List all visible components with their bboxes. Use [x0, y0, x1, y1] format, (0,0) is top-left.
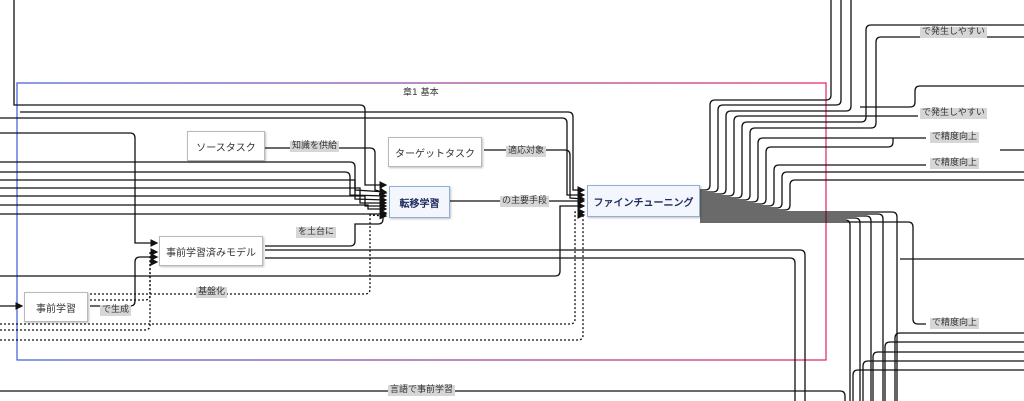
edge-label-prone-2: で発生しやすい [920, 108, 987, 119]
edge-label-accuracy-3: で精度向上 [930, 318, 980, 329]
edge-label-provides-knowledge: 知識を供給 [290, 141, 340, 152]
source-task-node[interactable]: ソースタスク [187, 131, 265, 161]
edge-label-adaptation-target: 適応対象 [506, 146, 547, 157]
group-title: 章1 基本 [403, 88, 439, 98]
transfer-learning-node[interactable]: 転移学習 [389, 186, 450, 218]
edge-label-foundation: 基盤化 [196, 287, 228, 298]
target-task-node[interactable]: ターゲットタスク [388, 137, 482, 167]
edge-label-as-foundation: を土台に [296, 227, 337, 238]
edge-label-generated-by: で生成 [100, 305, 132, 316]
fine-tuning-node[interactable]: ファインチューニング [587, 185, 700, 217]
pretraining-node[interactable]: 事前学習 [24, 292, 88, 322]
pretrained-model-node[interactable]: 事前学習済みモデル [159, 236, 263, 266]
edge-label-accuracy-1: で精度向上 [930, 132, 980, 143]
edge-label-prone-1: で発生しやすい [920, 27, 987, 38]
edge-label-accuracy-2: で精度向上 [930, 158, 980, 169]
edge-label-language-pretraining: 言語で事前学習 [388, 385, 456, 396]
edge-label-main-method: の主要手段 [500, 196, 550, 207]
